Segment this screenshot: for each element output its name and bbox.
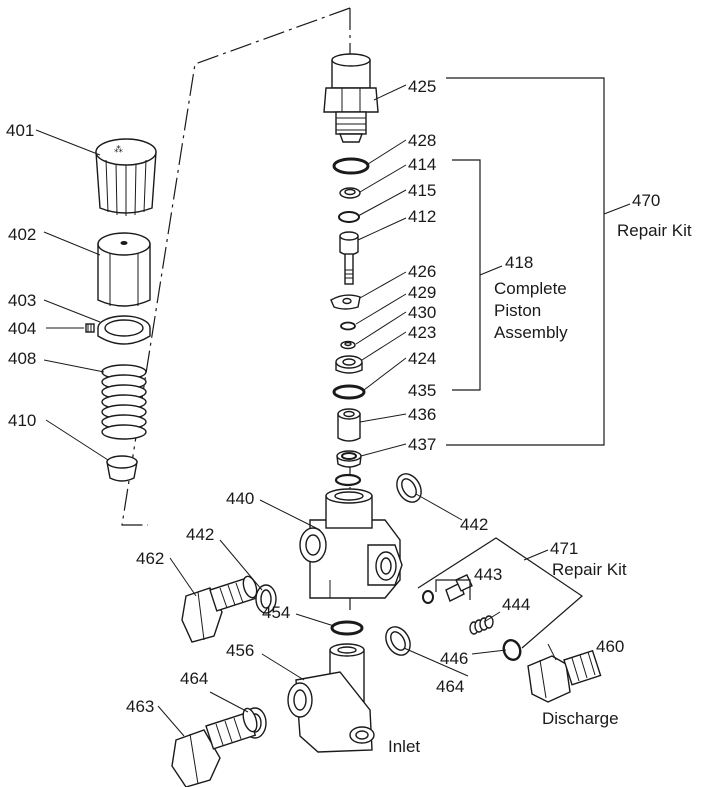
label-426: 426: [408, 262, 436, 281]
part-436-seat: [336, 450, 362, 468]
part-426-clip: [330, 294, 361, 310]
part-442-washer-left: [255, 584, 277, 614]
label-464-right: 464: [436, 677, 464, 696]
label-inlet: Inlet: [388, 737, 420, 756]
label-429: 429: [408, 283, 436, 302]
part-437-oring: [334, 473, 362, 487]
part-462-banjo-bolt: [181, 575, 258, 643]
part-402-hex-cap: [97, 232, 151, 307]
label-424: 424: [408, 349, 436, 368]
part-430-washer: [340, 340, 356, 350]
part-423-seat: [335, 355, 363, 374]
part-415-oring: [338, 211, 360, 223]
part-408-spring: [101, 364, 147, 440]
label-470-text: Repair Kit: [617, 221, 692, 240]
label-471-text: Repair Kit: [552, 560, 627, 579]
label-410: 410: [8, 411, 36, 430]
label-423: 423: [408, 323, 436, 342]
part-424-oring: [332, 384, 366, 400]
part-440-valve-body: [299, 488, 403, 599]
label-418-line2: Piston: [494, 301, 541, 320]
part-446-oring: [502, 639, 522, 661]
part-428-oring: [332, 157, 370, 175]
label-discharge: Discharge: [542, 709, 619, 728]
part-443-check-valve: [422, 573, 473, 604]
part-429-oring: [340, 321, 356, 331]
label-460: 460: [596, 637, 624, 656]
label-418-line3: Assembly: [494, 323, 568, 342]
part-412-piston: [339, 231, 359, 285]
part-435-sleeve: [337, 408, 361, 442]
label-446: 446: [440, 649, 468, 668]
part-414-washer: [339, 187, 361, 199]
label-462: 462: [136, 549, 164, 568]
label-404: 404: [8, 319, 36, 338]
label-402: 402: [8, 225, 36, 244]
part-425-fitting: [323, 53, 379, 143]
label-443: 443: [474, 565, 502, 584]
part-labels: 401 402 403 404 408 410 425 428 414 415 …: [6, 77, 692, 756]
label-425: 425: [408, 77, 436, 96]
part-404-set-screw: [85, 323, 95, 333]
part-403-ring-nut: [97, 315, 151, 345]
label-428: 428: [408, 131, 436, 150]
label-401: 401: [6, 121, 34, 140]
label-418: 418: [505, 253, 533, 272]
label-418-line1: Complete: [494, 279, 567, 298]
label-456: 456: [226, 641, 254, 660]
label-464-left: 464: [180, 669, 208, 688]
part-454-oring: [330, 620, 364, 636]
label-412: 412: [408, 207, 436, 226]
part-442-washer-right: [396, 473, 422, 503]
label-471: 471: [550, 539, 578, 558]
leader-lines: [35, 84, 557, 737]
part-460-discharge-fitting: [527, 649, 602, 703]
part-410-spring-seat: [106, 455, 138, 482]
part-464-washer-right: [385, 626, 411, 656]
label-440: 440: [226, 489, 254, 508]
part-463-banjo-bolt: [171, 707, 258, 787]
svg-text:⁂: ⁂: [114, 144, 123, 155]
label-415: 415: [408, 181, 436, 200]
label-435: 435: [408, 381, 436, 400]
label-442-right: 442: [460, 515, 488, 534]
label-403: 403: [8, 291, 36, 310]
label-430: 430: [408, 303, 436, 322]
label-463: 463: [126, 697, 154, 716]
label-444: 444: [502, 595, 530, 614]
label-414: 414: [408, 155, 436, 174]
label-442-left: 442: [186, 525, 214, 544]
label-454: 454: [262, 603, 290, 622]
label-437: 437: [408, 435, 436, 454]
label-436: 436: [408, 405, 436, 424]
label-408: 408: [8, 349, 36, 368]
label-470: 470: [632, 191, 660, 210]
part-456-inlet-tee: [287, 643, 375, 753]
part-401-knob: ⁂: [95, 138, 157, 216]
kit-brackets: [417, 77, 631, 649]
part-444-spring: [469, 615, 494, 635]
